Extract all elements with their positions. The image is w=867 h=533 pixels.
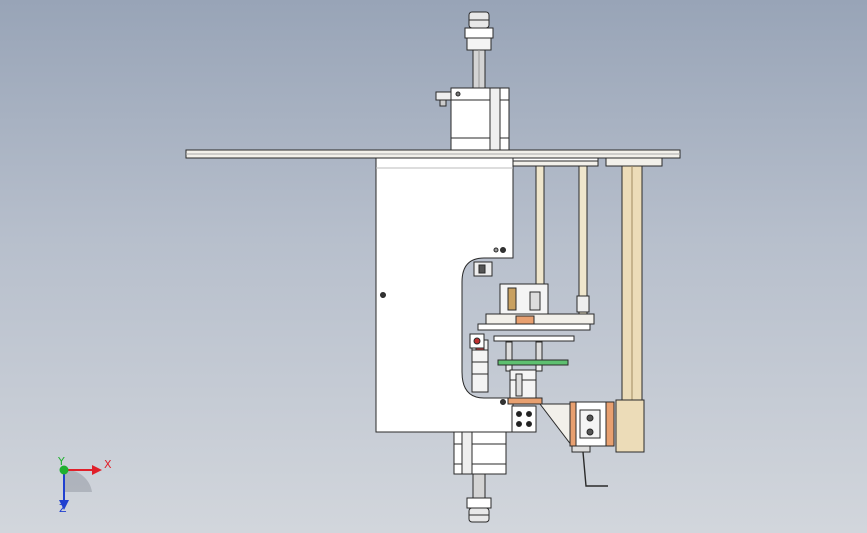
- top-cylinder-collar-2: [466, 37, 492, 51]
- top-cylinder: [435, 11, 510, 151]
- press-plate-upper: [485, 313, 595, 325]
- coordinate-triad: X Y Z: [57, 455, 112, 515]
- bottom-cylinder: [453, 431, 507, 523]
- side-carriage: [605, 157, 663, 453]
- c-frame: [375, 157, 514, 433]
- sensor-block: [511, 405, 537, 433]
- handle-lever: [582, 451, 608, 487]
- z-axis-label: Z: [59, 502, 67, 515]
- y-axis-dot: [59, 465, 69, 475]
- top-cylinder-fitting: [435, 91, 452, 101]
- angle-bracket: [538, 403, 573, 448]
- frame-bolt-1: [380, 292, 386, 298]
- press-plate-lower: [477, 323, 591, 331]
- z-axis-arrow: [59, 500, 69, 510]
- frame-bolt-3: [500, 399, 506, 405]
- press-head: [469, 283, 595, 405]
- press-block: [499, 283, 549, 315]
- motor-assembly: [511, 401, 615, 487]
- carriage-top-cap: [605, 157, 663, 167]
- frame-bolt-2: [500, 247, 506, 253]
- guide-rod-right: [578, 165, 588, 317]
- x-axis-label: X: [104, 458, 112, 471]
- fixture-block: [509, 369, 537, 399]
- press-plate-bottom: [493, 335, 575, 342]
- pcb-green: [497, 359, 569, 366]
- guide-assembly: [512, 157, 599, 317]
- y-axis-label: Y: [57, 455, 65, 468]
- guide-collar-right: [576, 295, 590, 313]
- x-axis-arrow: [92, 465, 102, 475]
- carriage-foot: [615, 399, 645, 453]
- bottom-cylinder-rod: [472, 473, 486, 501]
- fixture-base: [507, 397, 543, 405]
- bottom-cylinder-collar: [466, 497, 492, 509]
- top-cylinder-collar: [464, 27, 494, 39]
